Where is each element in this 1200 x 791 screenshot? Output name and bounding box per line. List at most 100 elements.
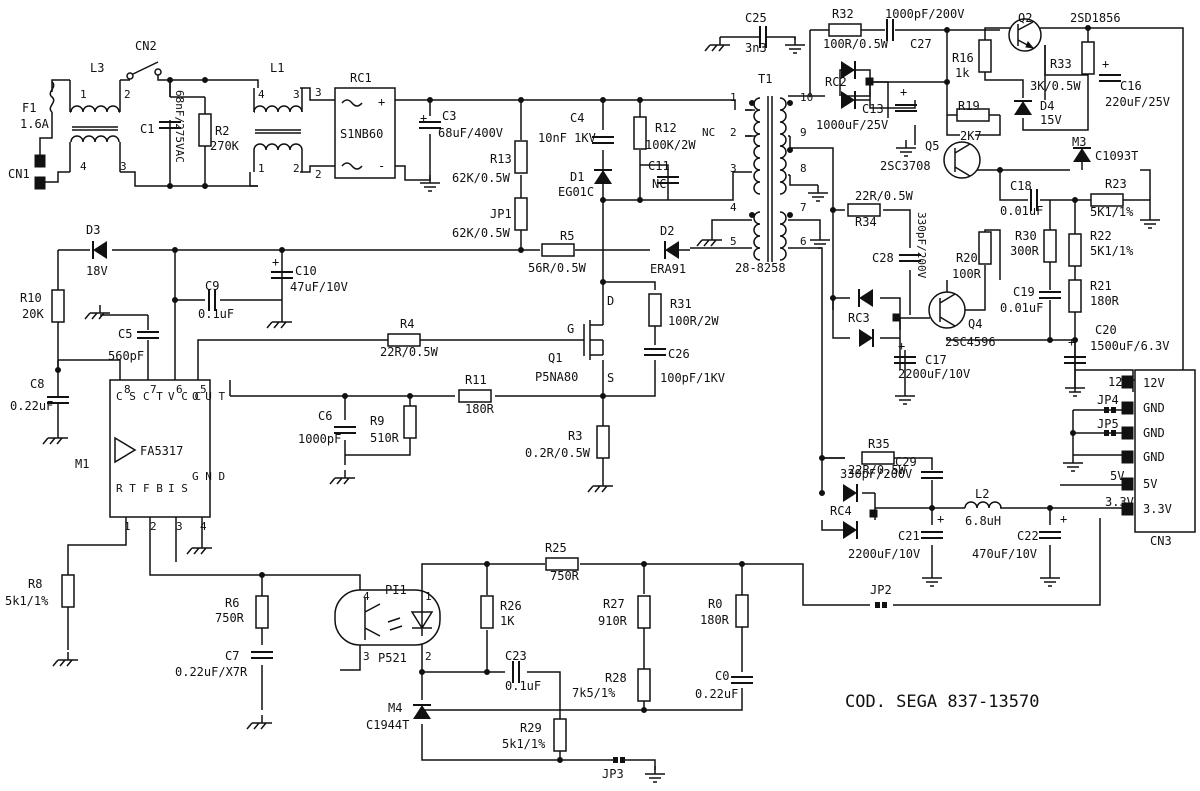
cn3-pin-3v3: 3.3V <box>1143 502 1172 516</box>
m1-ref: M1 <box>75 457 89 471</box>
r23-ref: R23 <box>1105 177 1127 191</box>
d2-ref: D2 <box>660 224 674 238</box>
r26-value: 1K <box>500 614 515 628</box>
connector-CN3: 12V GND GND GND 5V 3.3V CN3 12V 5V 3.3V … <box>1062 369 1196 548</box>
pin-6: 6 <box>176 383 183 396</box>
resistor-JP1: JP1 62K/0.5W <box>452 197 528 240</box>
q1-ref: Q1 <box>548 351 562 365</box>
r3-value: 0.2R/0.5W <box>525 446 591 460</box>
rc1-value: S1NB60 <box>340 127 383 141</box>
zener-D4: D4 15V <box>1013 99 1062 127</box>
wiring <box>39 27 1184 770</box>
c20-ref: C20 <box>1095 323 1117 337</box>
d3-value: 18V <box>86 264 108 278</box>
c29-ref: C29 <box>895 455 917 469</box>
resistor-R22: R22 5K1/1% <box>1068 229 1134 267</box>
r20-ref: R20 <box>956 251 978 265</box>
r6-value: 750R <box>215 611 245 625</box>
cn3-pin-5v: 5V <box>1143 477 1157 491</box>
r5-value: 56R/0.5W <box>528 261 587 275</box>
r19-ref: R19 <box>958 99 980 113</box>
t1-pin-7: 7 <box>800 201 807 214</box>
transistor-Q5: Q5 2SC3708 <box>880 139 981 179</box>
c6-ref: C6 <box>318 409 332 423</box>
t1-pin-9: 9 <box>800 126 807 139</box>
capacitor-C10: + C10 47uF/10V <box>266 255 348 329</box>
c19-ref: C19 <box>1013 285 1035 299</box>
c28-value: 330pF/200V <box>915 212 928 279</box>
jp3-ref: JP3 <box>602 767 624 781</box>
pin-gnd: G N D <box>192 470 225 483</box>
resistor-R25: R25 750R <box>545 541 580 583</box>
svg-text:+: + <box>272 255 279 269</box>
resistor-R26: R26 1K <box>480 595 522 629</box>
t1-value: 28-8258 <box>735 261 786 275</box>
c16-value: 220uF/25V <box>1105 95 1170 109</box>
mosfet-Q1: G D S Q1 P5NA80 <box>535 294 614 385</box>
r32-ref: R32 <box>832 7 854 21</box>
rc3-ref: RC3 <box>848 311 870 325</box>
resistor-R5: R5 56R/0.5W <box>528 229 587 275</box>
transistor-Q4: Q4 2SC4596 <box>928 291 996 349</box>
resistor-R2: R2 270K <box>198 113 240 153</box>
resistor-R31: R31 100R/2W <box>648 293 719 328</box>
r6-ref: R6 <box>225 596 239 610</box>
zener-D3: D3 18V <box>86 223 108 278</box>
t1-ref: T1 <box>758 72 772 86</box>
r35-ref: R35 <box>868 437 890 451</box>
l2-ref: L2 <box>975 487 989 501</box>
transformer-T1: T1 28-8258 NC 1 2 3 4 5 10 9 8 7 6 <box>696 72 831 275</box>
capacitor-C21: + C21 2200uF/10V <box>848 512 944 587</box>
pin-cs: C S <box>116 390 136 403</box>
pin-is: I S <box>168 482 188 495</box>
c27-value: 1000pF/200V <box>885 7 964 21</box>
c18-value: 0.01uF <box>1000 204 1043 218</box>
c25-ref: C25 <box>745 11 767 25</box>
r25-value: 750R <box>550 569 580 583</box>
rail-12v-label: 12V <box>1108 375 1130 389</box>
resistor-R4: R4 22R/0.5W <box>380 317 439 359</box>
resistor-R23: R23 5K1/1% <box>1090 177 1161 229</box>
c1-ref: C1 <box>140 122 154 136</box>
r13-value: 62K/0.5W <box>452 171 511 185</box>
cn3-pad-12v <box>1121 375 1134 389</box>
l1-pin-1: 1 <box>258 162 265 175</box>
m3-value: C1093T <box>1095 149 1138 163</box>
capacitor-C22: + C22 470uF/10V <box>972 512 1067 587</box>
t1-nc: NC <box>702 126 715 139</box>
resistor-R12: R12 100K/2W <box>633 116 696 152</box>
c25-value: 3n3 <box>745 41 767 55</box>
r11-ref: R11 <box>465 373 487 387</box>
diode-D2: D2 ERA91 <box>650 224 686 276</box>
c28-ref: C28 <box>872 251 894 265</box>
r16-value: 1k <box>955 66 970 80</box>
capacitor-C7: C7 0.22uF/X7R <box>175 649 274 730</box>
capacitor-C0: C0 0.22uF <box>695 669 754 701</box>
cn3-pin-12v: 12V <box>1143 376 1165 390</box>
r19-value: 2K7 <box>960 129 982 143</box>
t1-pin-10: 10 <box>800 91 813 104</box>
svg-text:+: + <box>1102 57 1109 71</box>
d4-value: 15V <box>1040 113 1062 127</box>
diagram-title: COD. SEGA 837-13570 <box>845 692 1039 712</box>
l1-pin-4: 4 <box>258 88 265 101</box>
r9-ref: R9 <box>370 414 384 428</box>
pin-rt: R T <box>116 482 136 495</box>
rc4-ref: RC4 <box>830 504 852 518</box>
c9-ref: C9 <box>205 279 219 293</box>
svg-text:+: + <box>1060 512 1067 526</box>
c29-value: 330pF/200V <box>840 467 912 481</box>
c11-ref: C11 <box>648 159 670 173</box>
m4-value: C1944T <box>366 718 409 732</box>
capacitor-C11: C11 NC <box>648 159 680 191</box>
rc2-ref: RC2 <box>825 75 847 89</box>
rc1-ref: RC1 <box>350 71 372 85</box>
t1-pin-4: 4 <box>730 201 737 214</box>
jp1-ref: JP1 <box>490 207 512 221</box>
c17-ref: C17 <box>925 353 947 367</box>
c11-value: NC <box>652 177 666 191</box>
d1-ref: D1 <box>570 170 584 184</box>
resistor-R29: R29 5k1/1% <box>502 718 567 752</box>
cn3-pad-5v <box>1121 477 1134 491</box>
c4-ref: C4 <box>570 111 584 125</box>
